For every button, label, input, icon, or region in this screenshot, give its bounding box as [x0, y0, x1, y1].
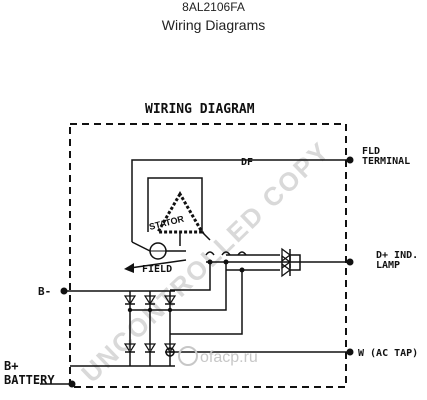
- junction-dot: [147, 307, 153, 313]
- b-minus-terminal-dot: [60, 287, 68, 295]
- diagram-title: WIRING DIAGRAM: [145, 102, 255, 117]
- fld-terminal-dot: [346, 156, 354, 164]
- d-plus-terminal-dot: [346, 258, 354, 266]
- wire-crossover: [221, 251, 231, 256]
- d-plus-lamp-label: LAMP: [376, 260, 400, 271]
- b-plus-battery-label: BATTERY: [4, 373, 55, 387]
- w-ac-tap-label: W (AC TAP): [358, 348, 418, 359]
- site-watermark-text: ofacp.ru: [200, 349, 258, 366]
- d-plus-wire: [290, 254, 301, 271]
- w-terminal-dot: [346, 348, 354, 356]
- field-arrow: [129, 259, 187, 269]
- b-plus-terminal-dot: [68, 380, 76, 388]
- phase-wire: [170, 262, 211, 291]
- d-plus-label: D+ IND.: [376, 250, 418, 261]
- stator-box: [147, 177, 203, 232]
- wire-crossover: [237, 251, 247, 256]
- enclosure-border: [69, 123, 347, 388]
- phase-wire: [170, 270, 243, 335]
- b-minus-label: B-: [38, 285, 51, 298]
- field-wire: [131, 241, 151, 252]
- page-subtitle: Wiring Diagrams: [161, 17, 266, 33]
- field-arrow-head: [124, 263, 134, 273]
- page-header: 8AL2106FA Wiring Diagrams: [0, 0, 427, 34]
- df-wire: [131, 159, 350, 242]
- junction-dot: [167, 307, 173, 313]
- wire-crossover: [205, 251, 215, 256]
- part-number: 8AL2106FA: [182, 0, 245, 14]
- df-label: DF: [241, 157, 253, 168]
- b-plus-label: B+: [4, 359, 18, 373]
- junction-dot: [127, 307, 133, 313]
- fld-label: FLD: [362, 146, 380, 157]
- field-label: FIELD: [142, 264, 172, 275]
- rectifier-diode: [143, 291, 157, 350]
- site-watermark: ofacp.ru: [178, 346, 258, 366]
- rectifier-diode: [163, 291, 177, 350]
- stator-lead: [201, 231, 211, 241]
- w-junction: [165, 347, 175, 357]
- rectifier-diode: [123, 291, 137, 350]
- fld-terminal-label: TERMINAL: [362, 156, 410, 167]
- phase-wire: [170, 262, 227, 311]
